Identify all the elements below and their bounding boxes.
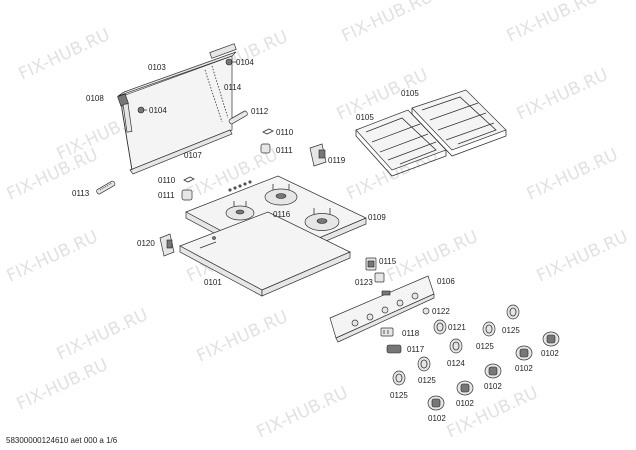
switch-0115	[365, 257, 377, 271]
bezel-0121	[433, 319, 447, 335]
label-0103: 0103	[148, 63, 166, 72]
burner-0116-back-right	[264, 184, 298, 206]
part-0122	[422, 307, 430, 315]
label-0108: 0108	[86, 94, 104, 103]
label-0105-left: 0105	[356, 113, 374, 122]
bracket-0119	[309, 143, 327, 167]
label-0102-3: 0102	[484, 382, 502, 391]
label-0105-right: 0105	[401, 89, 419, 98]
bezel-0125-3	[392, 370, 406, 386]
switch-0123	[374, 272, 385, 283]
clip-0111-lower	[181, 189, 193, 201]
label-0112: 0112	[251, 107, 269, 116]
clip-0110-upper	[262, 128, 274, 135]
label-0123: 0123	[355, 278, 373, 287]
label-0101: 0101	[204, 278, 222, 287]
pan-support-0105-right	[411, 89, 507, 157]
label-0110-lower: 0110	[158, 176, 176, 185]
control-dots	[228, 180, 252, 192]
watermark: FIX-HUB.RU	[16, 25, 114, 85]
knob-0102-2	[515, 345, 533, 361]
label-0118: 0118	[402, 329, 420, 338]
label-0102-1: 0102	[541, 349, 559, 358]
label-0125-2: 0125	[476, 342, 494, 351]
glass-lid	[117, 51, 237, 175]
label-0109: 0109	[368, 213, 386, 222]
burner-0116-back-left	[225, 201, 255, 221]
screw-0104-mid	[137, 106, 147, 114]
bezel-0125-4	[417, 356, 431, 372]
label-0107: 0107	[184, 151, 202, 160]
pin-0112	[228, 110, 248, 125]
watermark: FIX-HUB.RU	[384, 227, 482, 287]
pin-0113	[96, 180, 116, 195]
label-0102-5: 0102	[428, 414, 446, 423]
label-0102-2: 0102	[515, 364, 533, 373]
watermark: FIX-HUB.RU	[339, 0, 437, 47]
label-0120: 0120	[137, 239, 155, 248]
watermark: FIX-HUB.RU	[194, 307, 292, 367]
label-0125-4: 0125	[390, 391, 408, 400]
base-tray-0101	[179, 211, 351, 297]
knob-0102-4	[456, 380, 474, 396]
label-0104-top: 0104	[236, 58, 254, 67]
watermark: FIX-HUB.RU	[504, 0, 602, 47]
watermark: FIX-HUB.RU	[514, 65, 612, 125]
label-0114: 0114	[224, 83, 242, 92]
part-0117	[386, 344, 402, 354]
label-0125-1: 0125	[502, 326, 520, 335]
label-0119: 0119	[328, 156, 346, 165]
knob-0102-5	[427, 395, 445, 411]
burner-0116-front-right	[304, 208, 340, 231]
pan-support-0105-left	[355, 109, 447, 177]
label-0111-lower: 0111	[158, 191, 175, 200]
label-0102-4: 0102	[456, 399, 474, 408]
watermark: FIX-HUB.RU	[254, 383, 352, 443]
watermark: FIX-HUB.RU	[524, 145, 622, 205]
label-0104-mid: 0104	[149, 106, 167, 115]
part-0118	[380, 327, 394, 337]
label-0115: 0115	[379, 257, 397, 266]
watermark: FIX-HUB.RU	[534, 227, 632, 287]
label-0121: 0121	[448, 323, 466, 332]
label-0122: 0122	[432, 307, 450, 316]
hinge-left	[117, 93, 133, 133]
label-0106: 0106	[437, 277, 455, 286]
bracket-0120	[159, 233, 175, 257]
bezel-0125-2	[506, 304, 520, 320]
label-0113: 0113	[72, 189, 90, 198]
hinge-right	[209, 43, 237, 59]
label-0124: 0124	[447, 359, 465, 368]
label-0111-upper: 0111	[276, 146, 293, 155]
label-0125-3: 0125	[418, 376, 436, 385]
document-footer: 58300000124610 aet 000 a 1/6	[6, 436, 118, 445]
label-0117: 0117	[407, 345, 425, 354]
screw-0104-top	[225, 58, 236, 66]
clip-0111-upper	[260, 143, 271, 154]
label-0110-upper: 0110	[276, 128, 294, 137]
knob-0102-3	[484, 363, 502, 379]
watermark: FIX-HUB.RU	[4, 227, 102, 287]
bezel-0124	[449, 338, 463, 354]
clip-0110-lower	[183, 176, 195, 183]
knob-0102-1	[542, 331, 560, 347]
label-0116: 0116	[273, 210, 291, 219]
control-panel-0106	[329, 275, 435, 343]
bezel-0125-1	[482, 321, 496, 337]
part-labels: 0103 0104 0104 0108 0114 0112 0107 0113 …	[72, 58, 559, 423]
